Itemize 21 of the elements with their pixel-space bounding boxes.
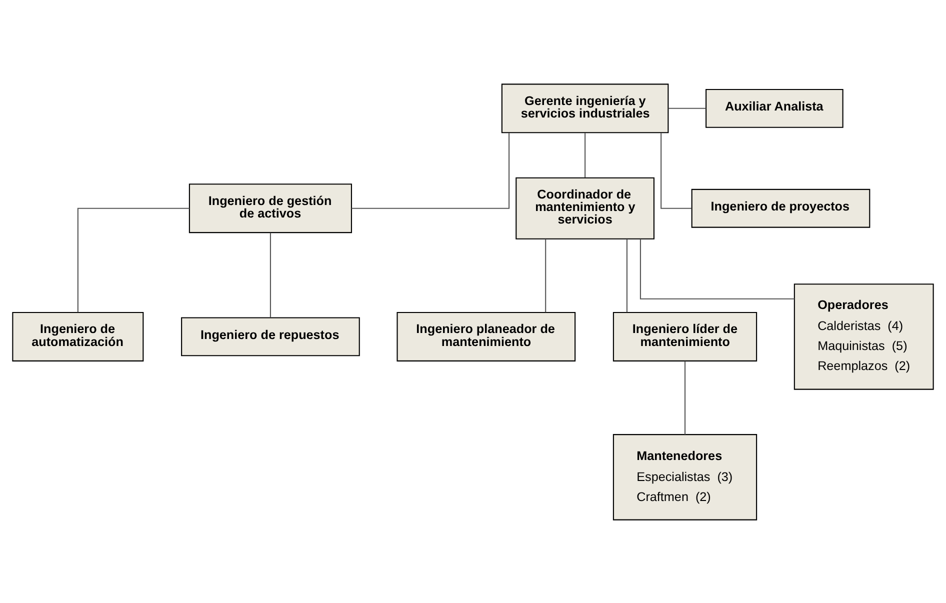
node-box: Ingeniero de gestión de activos [188,183,352,233]
connector [660,132,692,208]
connector [668,107,706,108]
connector [626,238,628,312]
node-box: Ingeniero de automatización [12,312,144,361]
node-box: Operadores Calderistas (4) Maquinistas (5) Reemplazos (2) [794,283,934,390]
node-box: Coordinador de mantenimiento y servicios [516,176,654,239]
node-box: Mantenedores Especialistas (3) Craftmen (2) [612,434,758,520]
node-box: Ingeniero líder de mantenimiento [612,312,758,361]
node-box: Auxiliar Analista [706,88,844,128]
node-box: Ingeniero de repuestos [181,316,360,356]
connector [270,232,271,317]
node-box: Ingeniero de proyectos [691,188,870,228]
node-box: Ingeniero planeador de mantenimiento [396,312,576,361]
connector [77,207,190,312]
connector [352,132,510,208]
connector [684,360,686,434]
connector [640,238,794,299]
connector [584,132,586,177]
node-box: Gerente ingeniería y servicios industriales [501,83,669,133]
connector [545,238,546,312]
